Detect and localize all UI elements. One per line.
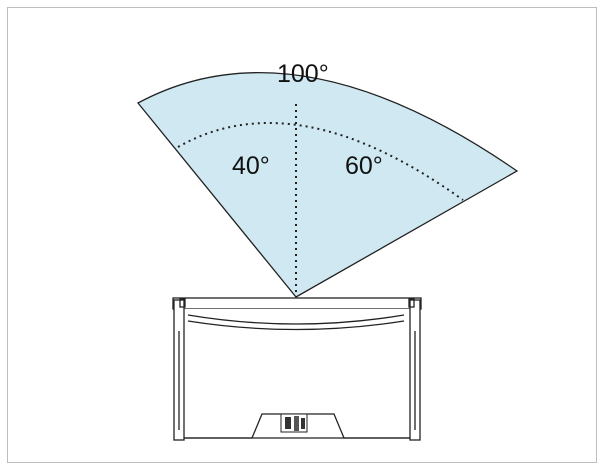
device-outline [172, 297, 422, 441]
device-top-bar [172, 297, 422, 310]
connector-icon [280, 413, 308, 433]
left-angle-label: 40° [232, 152, 270, 180]
device-lid-curve [187, 314, 405, 325]
right-angle-label: 60° [345, 152, 383, 180]
device-lid-inner-curve [187, 320, 405, 331]
opening-angle-sector [136, 72, 519, 298]
total-angle-label: 100° [277, 60, 329, 88]
